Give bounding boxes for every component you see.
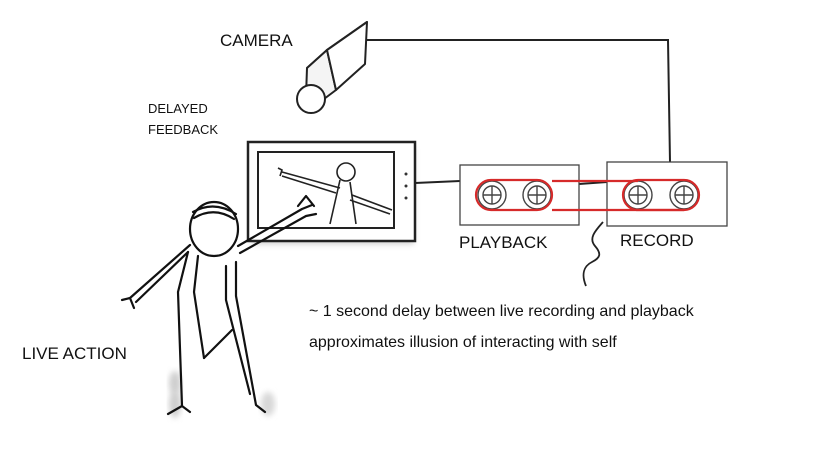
live-action-figure [120, 194, 318, 418]
camera-cable [357, 39, 671, 163]
delayed-feedback-label: DELAYED FEEDBACK [148, 98, 218, 140]
live-action-label: LIVE ACTION [22, 344, 127, 363]
camera-icon [296, 21, 368, 114]
playback-label: PLAYBACK [459, 233, 548, 252]
playback-deck [459, 164, 580, 226]
deck-cable [578, 181, 608, 185]
delayed-feedback-line1: DELAYED [148, 101, 208, 116]
annotation-squiggle [582, 221, 604, 287]
delay-note-line2: approximates illusion of interacting wit… [309, 334, 617, 351]
delay-note: ~ 1 second delay between live recording … [309, 296, 694, 358]
tape-loop [474, 178, 701, 212]
record-deck [606, 161, 728, 227]
delayed-feedback-line2: FEEDBACK [148, 122, 219, 137]
record-label: RECORD [620, 231, 694, 250]
monitor-icon [246, 140, 417, 244]
camera-label: CAMERA [220, 31, 293, 50]
monitor-cable [414, 180, 461, 184]
delay-note-line1: ~ 1 second delay between live recording … [309, 303, 694, 320]
screen-figure [277, 162, 393, 225]
